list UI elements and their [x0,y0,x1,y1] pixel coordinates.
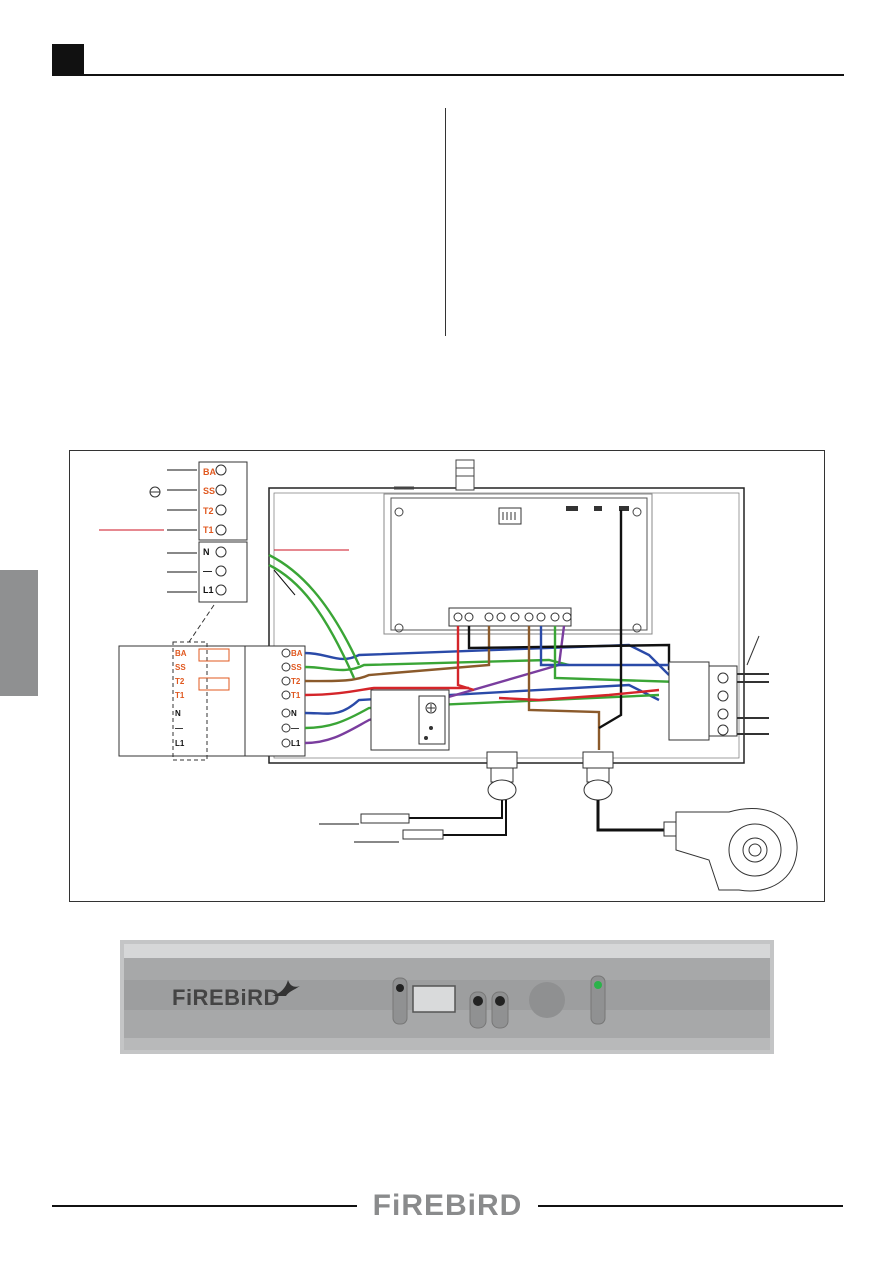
cable-glands [486,751,614,801]
pressure-switch [455,459,475,491]
svg-text:T1: T1 [175,691,185,700]
button-down [473,996,483,1006]
svg-text:SS: SS [291,663,302,672]
combustion-fan [596,800,798,892]
footer-brand-text: FiREBiRD [372,1189,523,1222]
section-marker [52,44,84,76]
side-tab [0,570,38,696]
temperature-probes [319,800,507,843]
svg-text:N: N [175,709,181,718]
svg-text:—: — [175,724,183,733]
bird-icon [272,980,300,996]
fan-connector-block [668,635,769,741]
wiring-harness [268,510,710,750]
svg-text:N: N [291,709,297,718]
svg-text:—: — [203,566,212,576]
wiring-diagram-frame [69,450,825,902]
footer-brand-logo: FiREBiRD [370,1185,525,1227]
svg-text:T1: T1 [291,691,301,700]
svg-text:BA: BA [203,467,216,477]
svg-text:L1: L1 [291,739,301,748]
svg-text:SS: SS [175,663,186,672]
footer-rule-left [52,1205,357,1207]
svg-text:N: N [203,547,210,557]
panel-brand-logo: FiREBiRD [172,985,280,1010]
svg-text:BA: BA [175,649,187,658]
svg-text:—: — [291,724,299,733]
svg-text:L1: L1 [175,739,185,748]
svg-text:T1: T1 [203,525,214,535]
svg-text:SS: SS [203,486,215,496]
svg-text:BA: BA [291,649,303,658]
svg-text:T2: T2 [291,677,301,686]
pcb-terminal-strip [448,607,572,627]
display-screen [412,985,456,1013]
footer-rule-right [538,1205,843,1207]
button-up [495,996,505,1006]
svg-text:T2: T2 [203,506,214,516]
svg-text:T2: T2 [175,677,185,686]
column-divider [445,108,446,336]
control-panel: FiREBiRD [120,940,774,1054]
header-rule [84,74,844,76]
svg-text:L1: L1 [203,585,214,595]
